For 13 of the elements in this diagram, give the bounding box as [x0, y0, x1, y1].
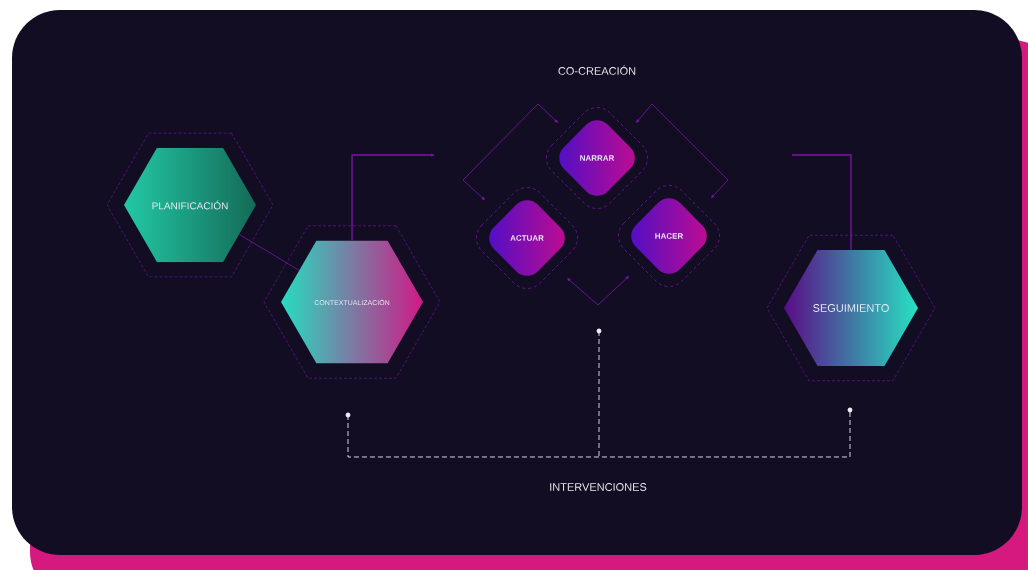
hexagon-node: PLANIFICACIÓN	[106, 132, 274, 278]
arrow	[462, 103, 558, 201]
connector-line	[238, 234, 300, 271]
heading: CO-CREACIÓN	[558, 65, 636, 75]
diamond-node: ACTUAR	[475, 186, 579, 290]
diamond-node: NARRAR	[545, 106, 649, 210]
heading: INTERVENCIONES	[550, 483, 647, 491]
connector-line	[791, 154, 852, 251]
arrow	[636, 103, 729, 198]
diamond-node: HACER	[617, 184, 721, 288]
arrow	[567, 276, 629, 306]
hexagon-node: SEGUIMIENTO	[766, 234, 936, 382]
arrow	[351, 153, 435, 241]
